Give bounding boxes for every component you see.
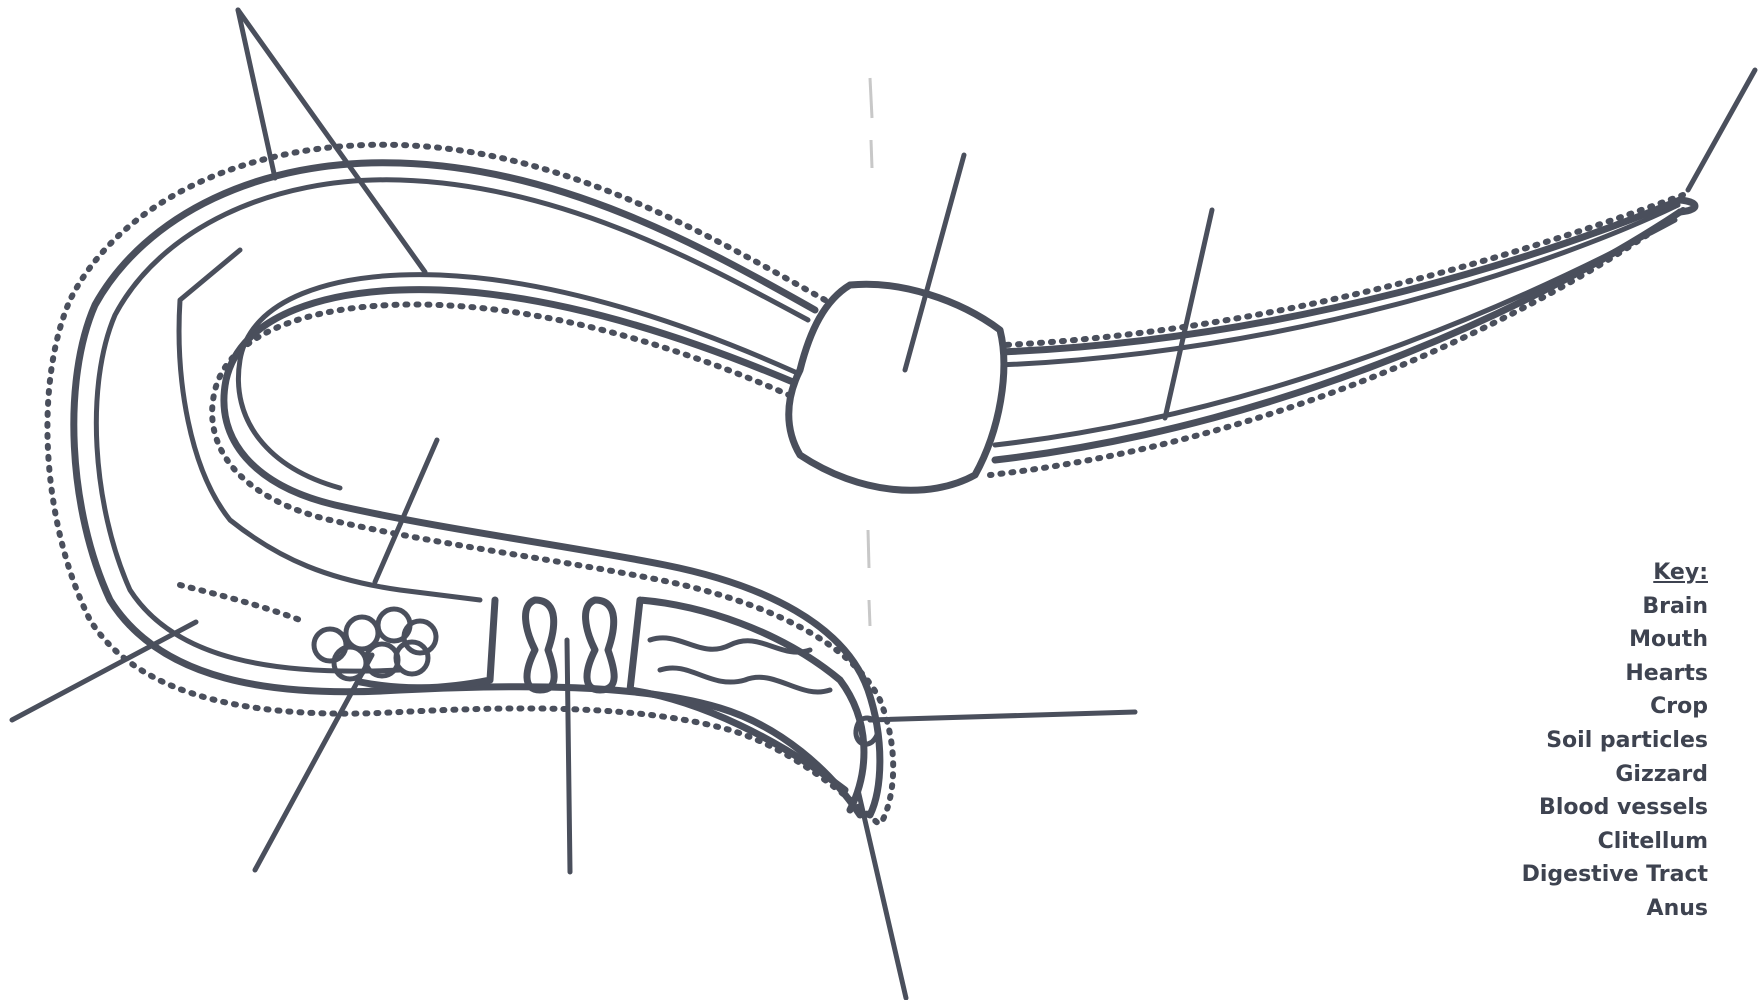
clitellum [789,284,1004,490]
key-item-brain: Brain [1522,590,1708,624]
leader-4 [1165,210,1212,418]
body-front-end [1680,200,1695,212]
leader-9 [567,640,570,872]
key-item-mouth: Mouth [1522,623,1708,657]
key-legend: Key: Brain Mouth Hearts Crop Soil partic… [1522,556,1708,926]
key-item-blood-vessels: Blood vessels [1522,791,1708,825]
heart-1 [526,600,555,690]
leader-6 [375,440,437,582]
dotted-vessel [180,585,300,620]
key-title: Key: [1522,556,1708,590]
key-item-soil-particles: Soil particles [1522,724,1708,758]
digestive-organs [179,250,878,810]
key-item-clitellum: Clitellum [1522,825,1708,859]
key-item-anus: Anus [1522,892,1708,926]
wavy-vessels [650,638,830,692]
leader-10 [870,712,1135,720]
key-item-gizzard: Gizzard [1522,758,1708,792]
heart-2 [586,600,615,690]
key-item-crop: Crop [1522,690,1708,724]
leader-5 [1688,70,1755,190]
key-item-hearts: Hearts [1522,657,1708,691]
key-item-digestive-tract: Digestive Tract [1522,858,1708,892]
